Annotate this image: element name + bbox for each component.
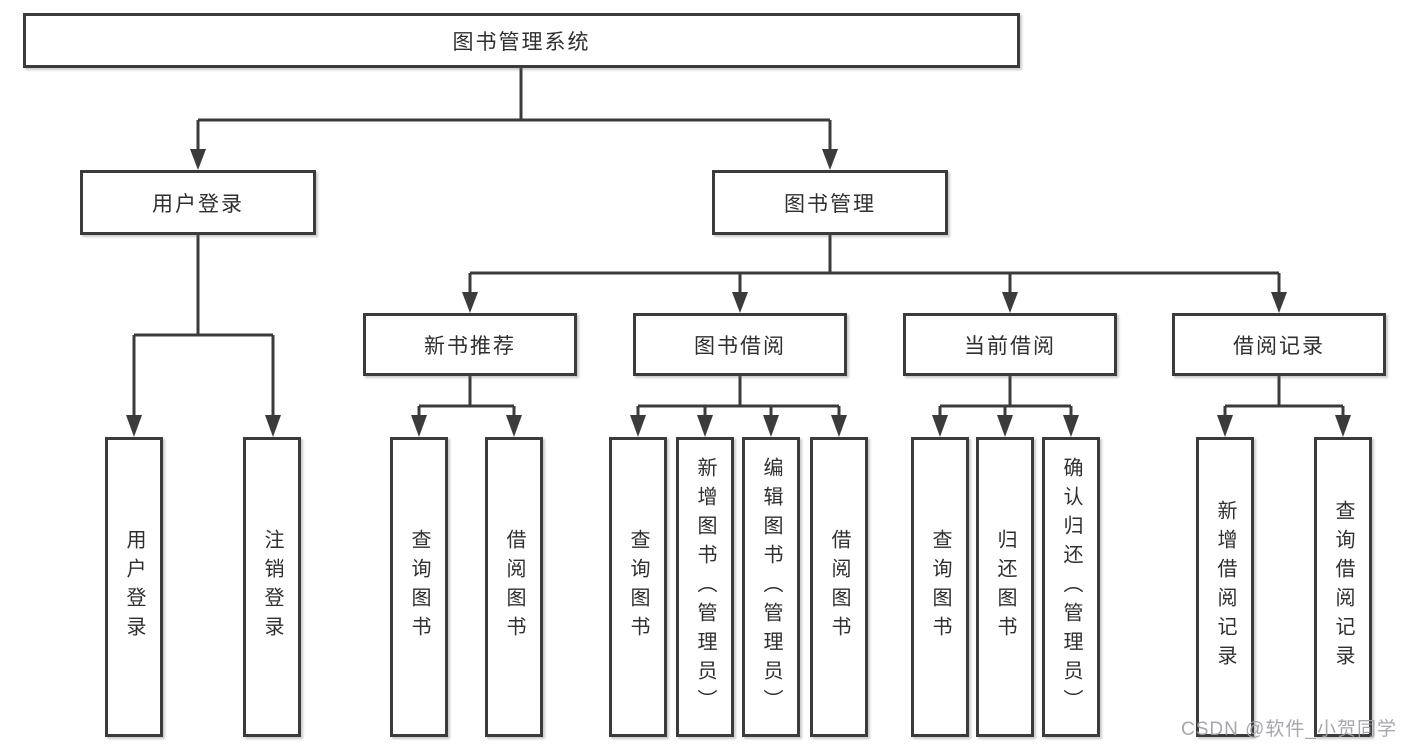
- leaf-edit-book-admin: 编辑图书（管理员）: [742, 437, 800, 737]
- leaf-query-borrow-record: 查询借阅记录: [1314, 437, 1372, 737]
- node-label: 借阅记录: [1233, 334, 1325, 358]
- leaf-query-books-borrowing: 查询图书: [609, 437, 667, 737]
- node-label: 新增借阅记录: [1214, 500, 1236, 674]
- node-new-book-recommendation: 新书推荐: [363, 313, 577, 376]
- node-label: 注销登录: [261, 529, 283, 645]
- node-label: 用户登录: [152, 192, 244, 216]
- node-book-borrowing: 图书借阅: [633, 313, 847, 376]
- node-label: 查询图书: [929, 529, 951, 645]
- leaf-return-book: 归还图书: [976, 437, 1034, 737]
- node-label: 图书管理系统: [452, 30, 591, 54]
- node-user-login: 用户登录: [80, 170, 316, 235]
- leaf-add-book-admin: 新增图书（管理员）: [676, 437, 734, 737]
- leaf-logout: 注销登录: [243, 437, 301, 737]
- node-label: 编辑图书（管理员）: [760, 456, 782, 718]
- leaf-borrow-books-recommendation: 借阅图书: [485, 437, 543, 737]
- leaf-query-books-recommendation: 查询图书: [390, 437, 448, 737]
- node-label: 借阅图书: [503, 529, 525, 645]
- node-label: 查询图书: [627, 529, 649, 645]
- node-label: 借阅图书: [828, 529, 850, 645]
- leaf-query-books-current: 查询图书: [911, 437, 969, 737]
- node-label: 归还图书: [994, 529, 1016, 645]
- leaf-confirm-return-admin: 确认归还（管理员）: [1042, 437, 1100, 737]
- node-label: 图书管理: [784, 192, 876, 216]
- node-current-borrowing: 当前借阅: [903, 313, 1117, 376]
- node-label: 查询借阅记录: [1332, 500, 1354, 674]
- node-library-management-system: 图书管理系统: [23, 13, 1020, 68]
- node-label: 确认归还（管理员）: [1060, 456, 1082, 718]
- node-label: 查询图书: [408, 529, 430, 645]
- node-label: 用户登录: [123, 529, 145, 645]
- csdn-watermark: CSDN @软件_小贺同学: [1181, 719, 1397, 740]
- node-label: 新书推荐: [424, 334, 516, 358]
- node-label: 新增图书（管理员）: [694, 456, 716, 718]
- leaf-add-borrow-record: 新增借阅记录: [1196, 437, 1254, 737]
- node-borrowing-records: 借阅记录: [1172, 313, 1386, 376]
- leaf-user-login: 用户登录: [105, 437, 163, 737]
- node-book-management: 图书管理: [712, 170, 948, 235]
- node-label: 当前借阅: [964, 334, 1056, 358]
- node-label: 图书借阅: [694, 334, 786, 358]
- leaf-borrow-books: 借阅图书: [810, 437, 868, 737]
